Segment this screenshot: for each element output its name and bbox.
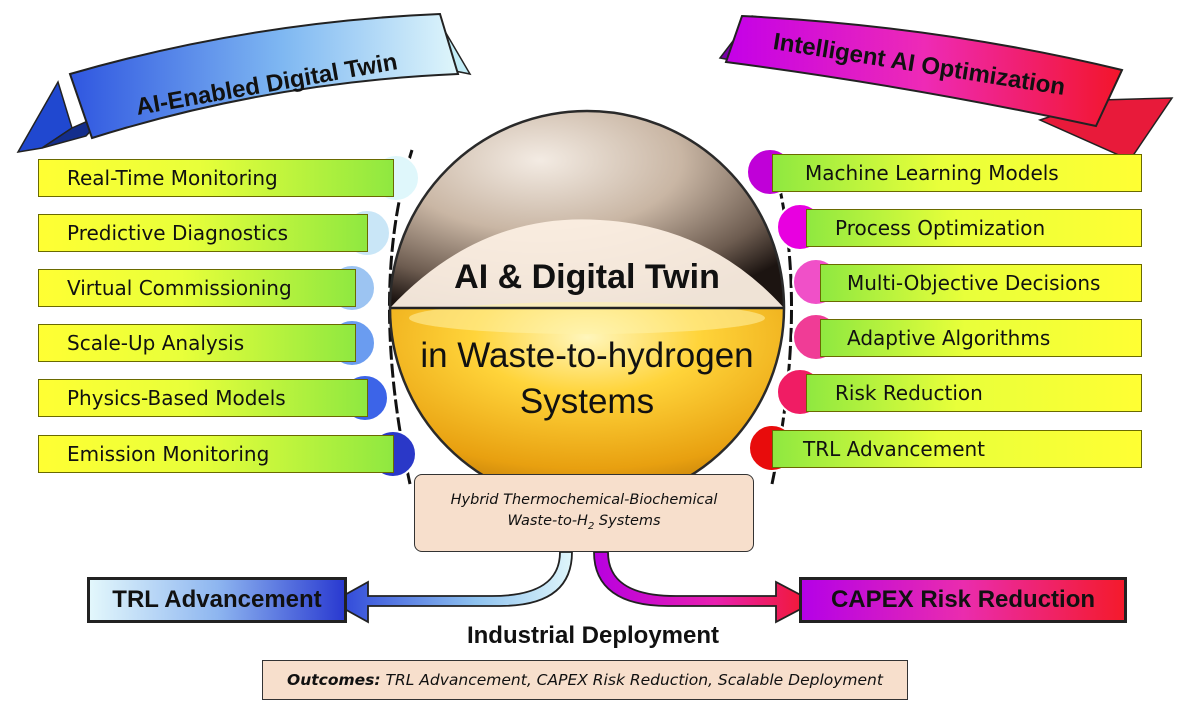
left-item-physics-based-models: Physics-Based Models — [38, 379, 368, 417]
left-item-label: Scale-Up Analysis — [67, 331, 245, 355]
right-item-adaptive-algorithms: Adaptive Algorithms — [820, 319, 1142, 357]
outcomes-label: Outcomes: — [287, 671, 381, 689]
right-item-machine-learning-models: Machine Learning Models — [772, 154, 1142, 192]
right-item-label: TRL Advancement — [803, 437, 986, 461]
left-item-scale-up-analysis: Scale-Up Analysis — [38, 324, 356, 362]
arrow-to-trl — [330, 551, 573, 624]
ribbon-left-band — [68, 12, 460, 140]
right-item-label: Multi-Objective Decisions — [847, 271, 1101, 295]
left-item-label: Predictive Diagnostics — [67, 221, 288, 245]
left-item-label: Real-Time Monitoring — [67, 166, 278, 190]
right-item-process-optimization: Process Optimization — [806, 209, 1142, 247]
sphere-bottom-half — [390, 308, 784, 505]
hybrid-box-line1: Hybrid Thermochemical-Biochemical — [450, 491, 718, 508]
trl-advancement-box: TRL Advancement — [88, 578, 346, 622]
outcomes-box: Outcomes: TRL Advancement, CAPEX Risk Re… — [262, 660, 908, 700]
sphere-liquid-surface — [409, 302, 765, 334]
trl-box-bg — [87, 577, 347, 623]
right-item-risk-reduction: Risk Reduction — [806, 374, 1142, 412]
central-sphere — [388, 109, 786, 507]
capex-risk-reduction-label: CAPEX Risk Reduction — [830, 586, 1096, 613]
hybrid-box-subscript: 2 — [587, 520, 595, 532]
hybrid-box-line2: Waste-to-H2 Systems — [507, 511, 660, 537]
left-item-predictive-diagnostics: Predictive Diagnostics — [38, 214, 368, 252]
outcomes-text: TRL Advancement, CAPEX Risk Reduction, S… — [380, 671, 883, 689]
right-item-label: Risk Reduction — [835, 381, 983, 405]
hybrid-box-line2-suffix: Systems — [594, 512, 661, 529]
right-item-label: Process Optimization — [835, 216, 1046, 240]
ribbon-left — [16, 12, 472, 153]
sphere-subtitle-line2: Systems — [519, 382, 655, 421]
capex-risk-reduction-box: CAPEX Risk Reduction — [800, 578, 1126, 622]
trl-advancement-label: TRL Advancement — [112, 586, 322, 613]
capex-box-bg — [799, 577, 1127, 623]
left-item-real-time-monitoring: Real-Time Monitoring — [38, 159, 394, 197]
industrial-deployment-label: Industrial Deployment — [466, 622, 720, 649]
left-item-label: Emission Monitoring — [67, 442, 270, 466]
right-item-trl-advancement: TRL Advancement — [772, 430, 1142, 468]
left-item-label: Virtual Commissioning — [67, 276, 292, 300]
left-item-emission-monitoring: Emission Monitoring — [38, 435, 394, 473]
sphere-subtitle-line1: in Waste-to-hydrogen — [420, 336, 754, 375]
sphere-title: AI & Digital Twin — [454, 258, 720, 296]
ribbon-right — [718, 14, 1174, 161]
sphere-top-highlight — [390, 219, 784, 308]
hybrid-box-line2-prefix: Waste-to-H — [507, 512, 588, 529]
left-item-label: Physics-Based Models — [67, 386, 286, 410]
left-item-virtual-commissioning: Virtual Commissioning — [38, 269, 356, 307]
arrow-to-capex — [593, 551, 816, 624]
hybrid-systems-box: Hybrid Thermochemical-Biochemical Waste-… — [414, 474, 754, 552]
ribbon-right-band — [724, 14, 1124, 128]
right-item-multi-objective-decisions: Multi-Objective Decisions — [820, 264, 1142, 302]
right-item-label: Adaptive Algorithms — [847, 326, 1051, 350]
right-item-label: Machine Learning Models — [805, 161, 1059, 185]
